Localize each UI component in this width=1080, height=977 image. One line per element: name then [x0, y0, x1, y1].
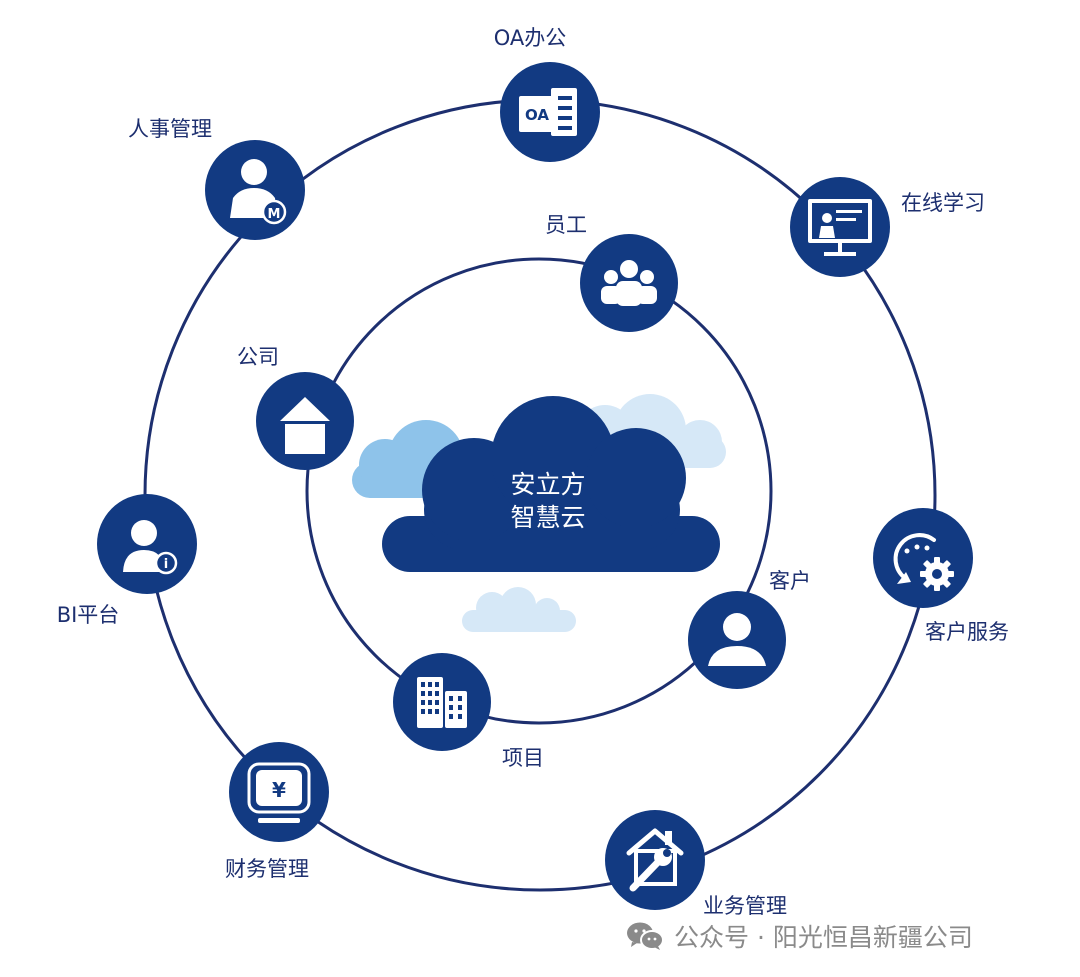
finance-yuan-symbol: ¥ — [272, 778, 286, 802]
staff-group-icon — [601, 260, 657, 306]
customer-service-gear-icon — [893, 533, 954, 591]
watermark-text: 公众号 · 阳光恒昌新疆公司 — [674, 923, 973, 952]
customer-node[interactable] — [688, 591, 786, 689]
house-wrench-icon — [626, 828, 684, 892]
main-cloud — [382, 396, 720, 572]
wechat-icon — [627, 922, 664, 950]
hr-node[interactable]: M — [205, 140, 305, 240]
oa-badge-text: OA — [525, 106, 549, 124]
oa-document-icon: OA — [519, 88, 577, 136]
watermark: 公众号 · 阳光恒昌新疆公司 — [626, 916, 973, 956]
cloud-title-line2: 智慧云 — [510, 503, 585, 532]
manager-person-icon: M — [230, 159, 287, 225]
business-node[interactable] — [605, 810, 705, 910]
label-customer: 客户 — [769, 569, 811, 593]
inner-ring — [305, 257, 773, 725]
label-hr: 人事管理 — [128, 117, 212, 141]
label-finance: 财务管理 — [225, 857, 309, 881]
label-project: 项目 — [502, 746, 544, 770]
label-learning: 在线学习 — [901, 191, 985, 215]
cloud-title-line1: 安立方 — [510, 470, 585, 499]
finance-monitor-icon: ¥ — [247, 762, 311, 823]
project-buildings-icon — [417, 677, 467, 728]
online-classroom-icon — [808, 199, 872, 256]
bi-node[interactable]: i — [97, 494, 197, 594]
label-oa: OA办公 — [494, 26, 567, 50]
customer-user-icon — [708, 613, 766, 666]
label-staff: 员工 — [545, 213, 587, 237]
company-house-icon — [280, 397, 330, 454]
staff-node[interactable] — [580, 234, 678, 332]
project-node[interactable] — [393, 653, 491, 751]
label-business: 业务管理 — [703, 894, 787, 918]
finance-node[interactable]: ¥ — [229, 742, 329, 842]
bi-badge-text: i — [164, 557, 168, 572]
oa-node[interactable]: OA — [500, 62, 600, 162]
service-node[interactable] — [873, 508, 973, 608]
pale-blue-cloud-bottom — [462, 587, 576, 632]
learning-node[interactable] — [790, 177, 890, 277]
hr-badge-text: M — [268, 207, 281, 222]
bi-user-info-icon: i — [123, 520, 178, 575]
label-bi: BI平台 — [57, 603, 120, 627]
company-node[interactable] — [256, 372, 354, 470]
label-company: 公司 — [237, 345, 279, 369]
label-service: 客户服务 — [925, 620, 1009, 644]
